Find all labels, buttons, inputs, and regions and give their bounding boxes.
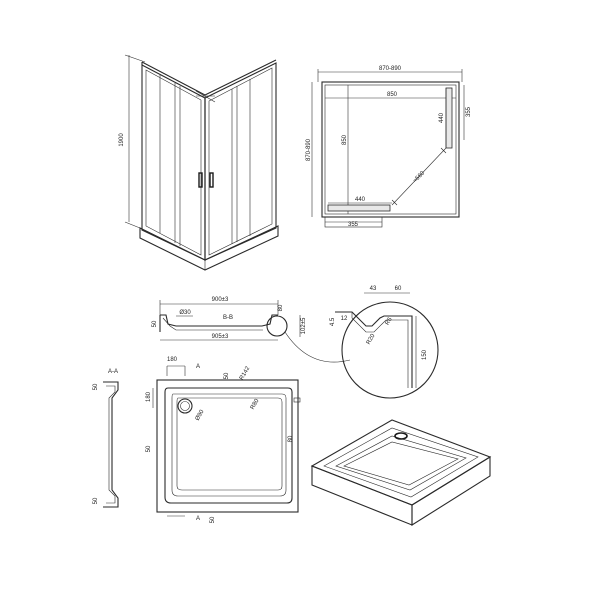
section-aa-50-bottom: 50 [93,497,99,504]
section-aa: A-A 50 50 [93,369,119,508]
tray-right-dim: 102±5 [301,317,307,334]
tray-plan-view: 180 A 50 R142 180 50 80 Ø90 R80 A 50 [146,357,301,523]
detail-43: 43 [370,286,377,292]
plan-outer-depth: 870-890 [306,138,312,161]
detail-r6: R6 [385,316,394,326]
tray-right-height: 80 [278,304,284,311]
tray-corner-inner: R80 [250,398,261,411]
tray-top-width: 900±3 [212,297,229,303]
plan-inner-width: 850 [387,92,398,98]
section-aa-50-top: 50 [93,383,99,390]
detail-150: 150 [422,349,428,360]
plan-door-right: 440 [439,112,445,123]
tray-left-50: 50 [146,445,152,452]
section-bb-label: B-B [223,315,233,321]
tray-edge-detail: 43 60 150 12 4.5 R6 R20 [330,286,439,399]
plan-door-bottom: 440 [355,197,366,203]
tray-right-80: 80 [288,435,294,442]
tray-corner: R142 [239,365,252,381]
tray-drain-offset: 180 [167,357,178,363]
tray-top-a: A [196,364,200,370]
section-aa-label: A-A [108,369,118,375]
tray-section-bb: 900±3 50 B-B Ø30 905±3 80 102±5 [152,297,351,363]
tray-bottom-50: 50 [210,516,216,523]
tray-bottom-width: 905±3 [212,334,229,340]
tray-isometric [310,419,492,526]
tray-bottom-a: A [196,516,200,522]
plan-diagonal: ≈560 [412,170,426,184]
plan-inner-depth: 850 [342,134,348,145]
plan-side-bottom: 355 [348,222,359,228]
height-label: 1900 [119,133,125,147]
tray-drain-dia-label: Ø90 [195,409,206,422]
detail-45: 4.5 [330,317,336,326]
detail-60: 60 [395,286,402,292]
plan-side-right: 355 [466,106,472,117]
plan-outer-width: 870-890 [379,66,402,72]
detail-12: 12 [341,316,348,322]
tray-top-50: 50 [224,372,230,379]
tray-drain-dia: Ø30 [179,310,191,316]
enclosure-plan: 870-890 850 870-890 850 440 355 440 355 … [306,66,472,228]
detail-r20: R20 [366,333,377,346]
tray-left-height: 50 [152,320,158,327]
enclosure-elevation: 1900 [119,54,279,271]
tray-left-180: 180 [146,391,152,402]
